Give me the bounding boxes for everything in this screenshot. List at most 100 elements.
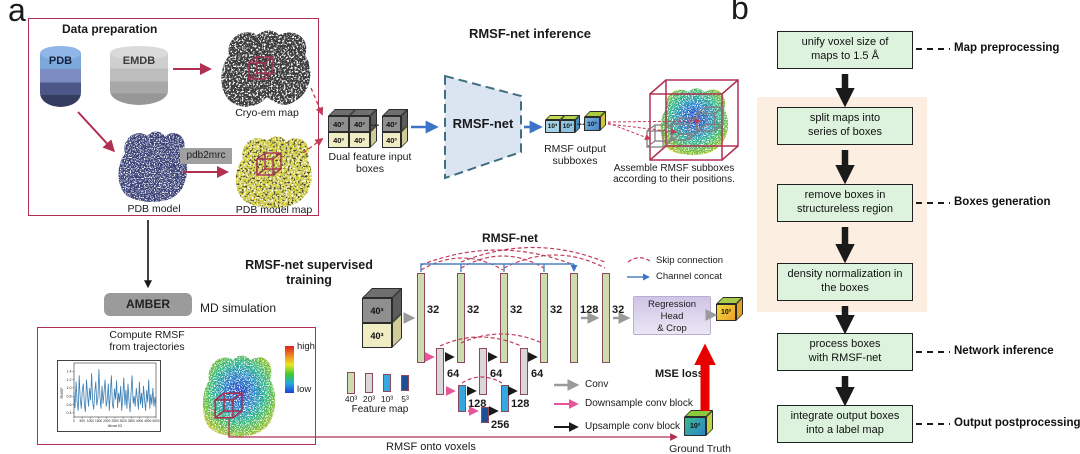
flow-step-text: integrate output boxes into a label map	[790, 410, 900, 436]
flow-step-text: remove boxes in structureless region	[797, 189, 893, 215]
rmsf-net-funnel-label: RMSF-net	[452, 116, 514, 131]
channels-label: 128	[511, 398, 530, 410]
pdb-cylinder-body	[40, 53, 81, 107]
feature-bar-10	[383, 374, 391, 392]
channel-concat-label: Channel concat	[656, 271, 723, 282]
network-title: RMSF-net	[482, 231, 538, 245]
svg-text:Atom ID: Atom ID	[108, 423, 123, 428]
channels-label: 64	[531, 368, 544, 380]
panel-b-label: b	[731, 0, 749, 26]
skip-connection-label: Skip connection	[656, 255, 724, 266]
channels-label: 32	[510, 304, 523, 316]
flow-step-density-normalization: density normalization in the boxes	[777, 263, 913, 301]
output-box-10: 10³	[560, 120, 575, 133]
channels-label: 32	[427, 304, 440, 316]
amber-box: AMBER	[104, 293, 192, 316]
emdb-cylinder-cap	[110, 46, 168, 60]
data-preparation-box	[28, 18, 319, 216]
feature-size-label: 40³	[344, 394, 358, 404]
flow-step-remove-boxes: remove boxes in structureless region	[777, 184, 913, 222]
flow-step-integrate-output: integrate output boxes into a label map	[777, 405, 913, 443]
flow-step-process-boxes: process boxes with RMSF-net	[777, 333, 913, 371]
pdb-model-caption: PDB model	[127, 203, 181, 215]
svg-text:3500: 3500	[128, 419, 135, 423]
feature-bar-5	[401, 375, 409, 391]
flow-step-split-maps: split maps into series of boxes	[777, 107, 913, 145]
emdb-database-cylinder: EMDB	[110, 46, 168, 105]
net-bar-64	[520, 348, 528, 395]
emdb-cylinder-body	[110, 53, 168, 105]
svg-text:1.2: 1.2	[67, 378, 72, 382]
svg-text:0.4: 0.4	[67, 411, 72, 415]
net-bar-32	[500, 273, 508, 363]
pdb2mrc-box: pdb2mrc	[180, 148, 232, 164]
inference-title: RMSF-net inference	[468, 26, 592, 41]
net-bar-128b	[458, 385, 466, 412]
net-bar-64	[436, 348, 444, 395]
input-box-40-yellow: 40³	[382, 132, 401, 148]
svg-text:500: 500	[80, 419, 86, 423]
output-box-10: 10³	[545, 120, 560, 133]
svg-text:1500: 1500	[95, 419, 102, 423]
cryoem-map-image	[221, 30, 311, 107]
annotation-network-inference: Network inference	[954, 345, 1054, 357]
pdb-model-image	[118, 131, 188, 202]
input-box-40-yellow: 40³	[328, 132, 349, 148]
input-box-40-gray: 40³	[328, 116, 349, 132]
net-bar-128b	[501, 385, 509, 412]
ground-truth-label: Ground Truth	[669, 443, 731, 454]
dual-input-caption: Dual feature input boxes	[328, 151, 412, 176]
input-dots: ...	[371, 118, 380, 129]
panel-a-label: a	[8, 0, 26, 28]
feature-size-label: 10³	[380, 394, 394, 404]
svg-text:0.8: 0.8	[67, 395, 72, 399]
channels-label: 32	[550, 304, 563, 316]
svg-text:1000: 1000	[87, 419, 94, 423]
annotation-map-preprocessing: Map preprocessing	[954, 42, 1060, 54]
svg-text:0: 0	[73, 419, 75, 423]
regression-head-box: Regression Head & Crop	[633, 296, 711, 335]
net-bar-64	[479, 348, 487, 395]
svg-text:2500: 2500	[111, 419, 118, 423]
svg-text:5000: 5000	[152, 419, 159, 423]
cryoem-map-caption: Cryo-em map	[235, 107, 299, 119]
assemble-protein-image	[660, 88, 729, 155]
svg-text:RMSF: RMSF	[59, 387, 64, 399]
input-box-40-gray: 40³	[349, 116, 370, 132]
svg-text:1.0: 1.0	[67, 386, 72, 390]
flow-step-unify-voxel: unify voxel size of maps to 1.5 Å	[777, 31, 913, 69]
channels-label: 64	[447, 368, 460, 380]
channels-label: 32	[467, 304, 480, 316]
assemble-caption: Assemble RMSF subboxes according to thei…	[613, 163, 735, 186]
mse-loss-label: MSE loss	[655, 368, 704, 380]
output-dots: ...	[577, 117, 585, 127]
conv-label: Conv	[585, 379, 609, 390]
pdb-model-map-image	[235, 136, 312, 208]
input-cube-40-yellow: 40³	[362, 323, 392, 348]
data-preparation-title: Data preparation	[62, 22, 158, 36]
feature-size-label: 20³	[362, 394, 376, 404]
pdb-database-cylinder: PDB	[40, 46, 81, 107]
net-bar-32	[457, 273, 465, 363]
svg-text:0.6: 0.6	[67, 403, 72, 407]
flow-step-text: process boxes with RMSF-net	[808, 338, 882, 364]
feature-bar-20	[365, 373, 373, 393]
annotation-boxes-generation: Boxes generation	[954, 196, 1051, 208]
svg-text:1.4: 1.4	[67, 370, 72, 374]
pdb-cylinder-cap	[40, 46, 81, 60]
output-caption: RMSF output subboxes	[544, 143, 606, 168]
input-box-40-yellow: 40³	[349, 132, 370, 148]
ground-truth-box-10: 10³	[684, 417, 706, 436]
feature-map-caption: Feature map	[351, 404, 409, 415]
svg-text:4000: 4000	[136, 419, 143, 423]
svg-text:2000: 2000	[103, 419, 110, 423]
pdb-label: PDB	[48, 55, 73, 67]
training-data-box	[37, 327, 316, 445]
net-bar-32	[417, 273, 425, 363]
net-bar-128	[570, 273, 578, 363]
feature-bar-40	[347, 372, 355, 394]
